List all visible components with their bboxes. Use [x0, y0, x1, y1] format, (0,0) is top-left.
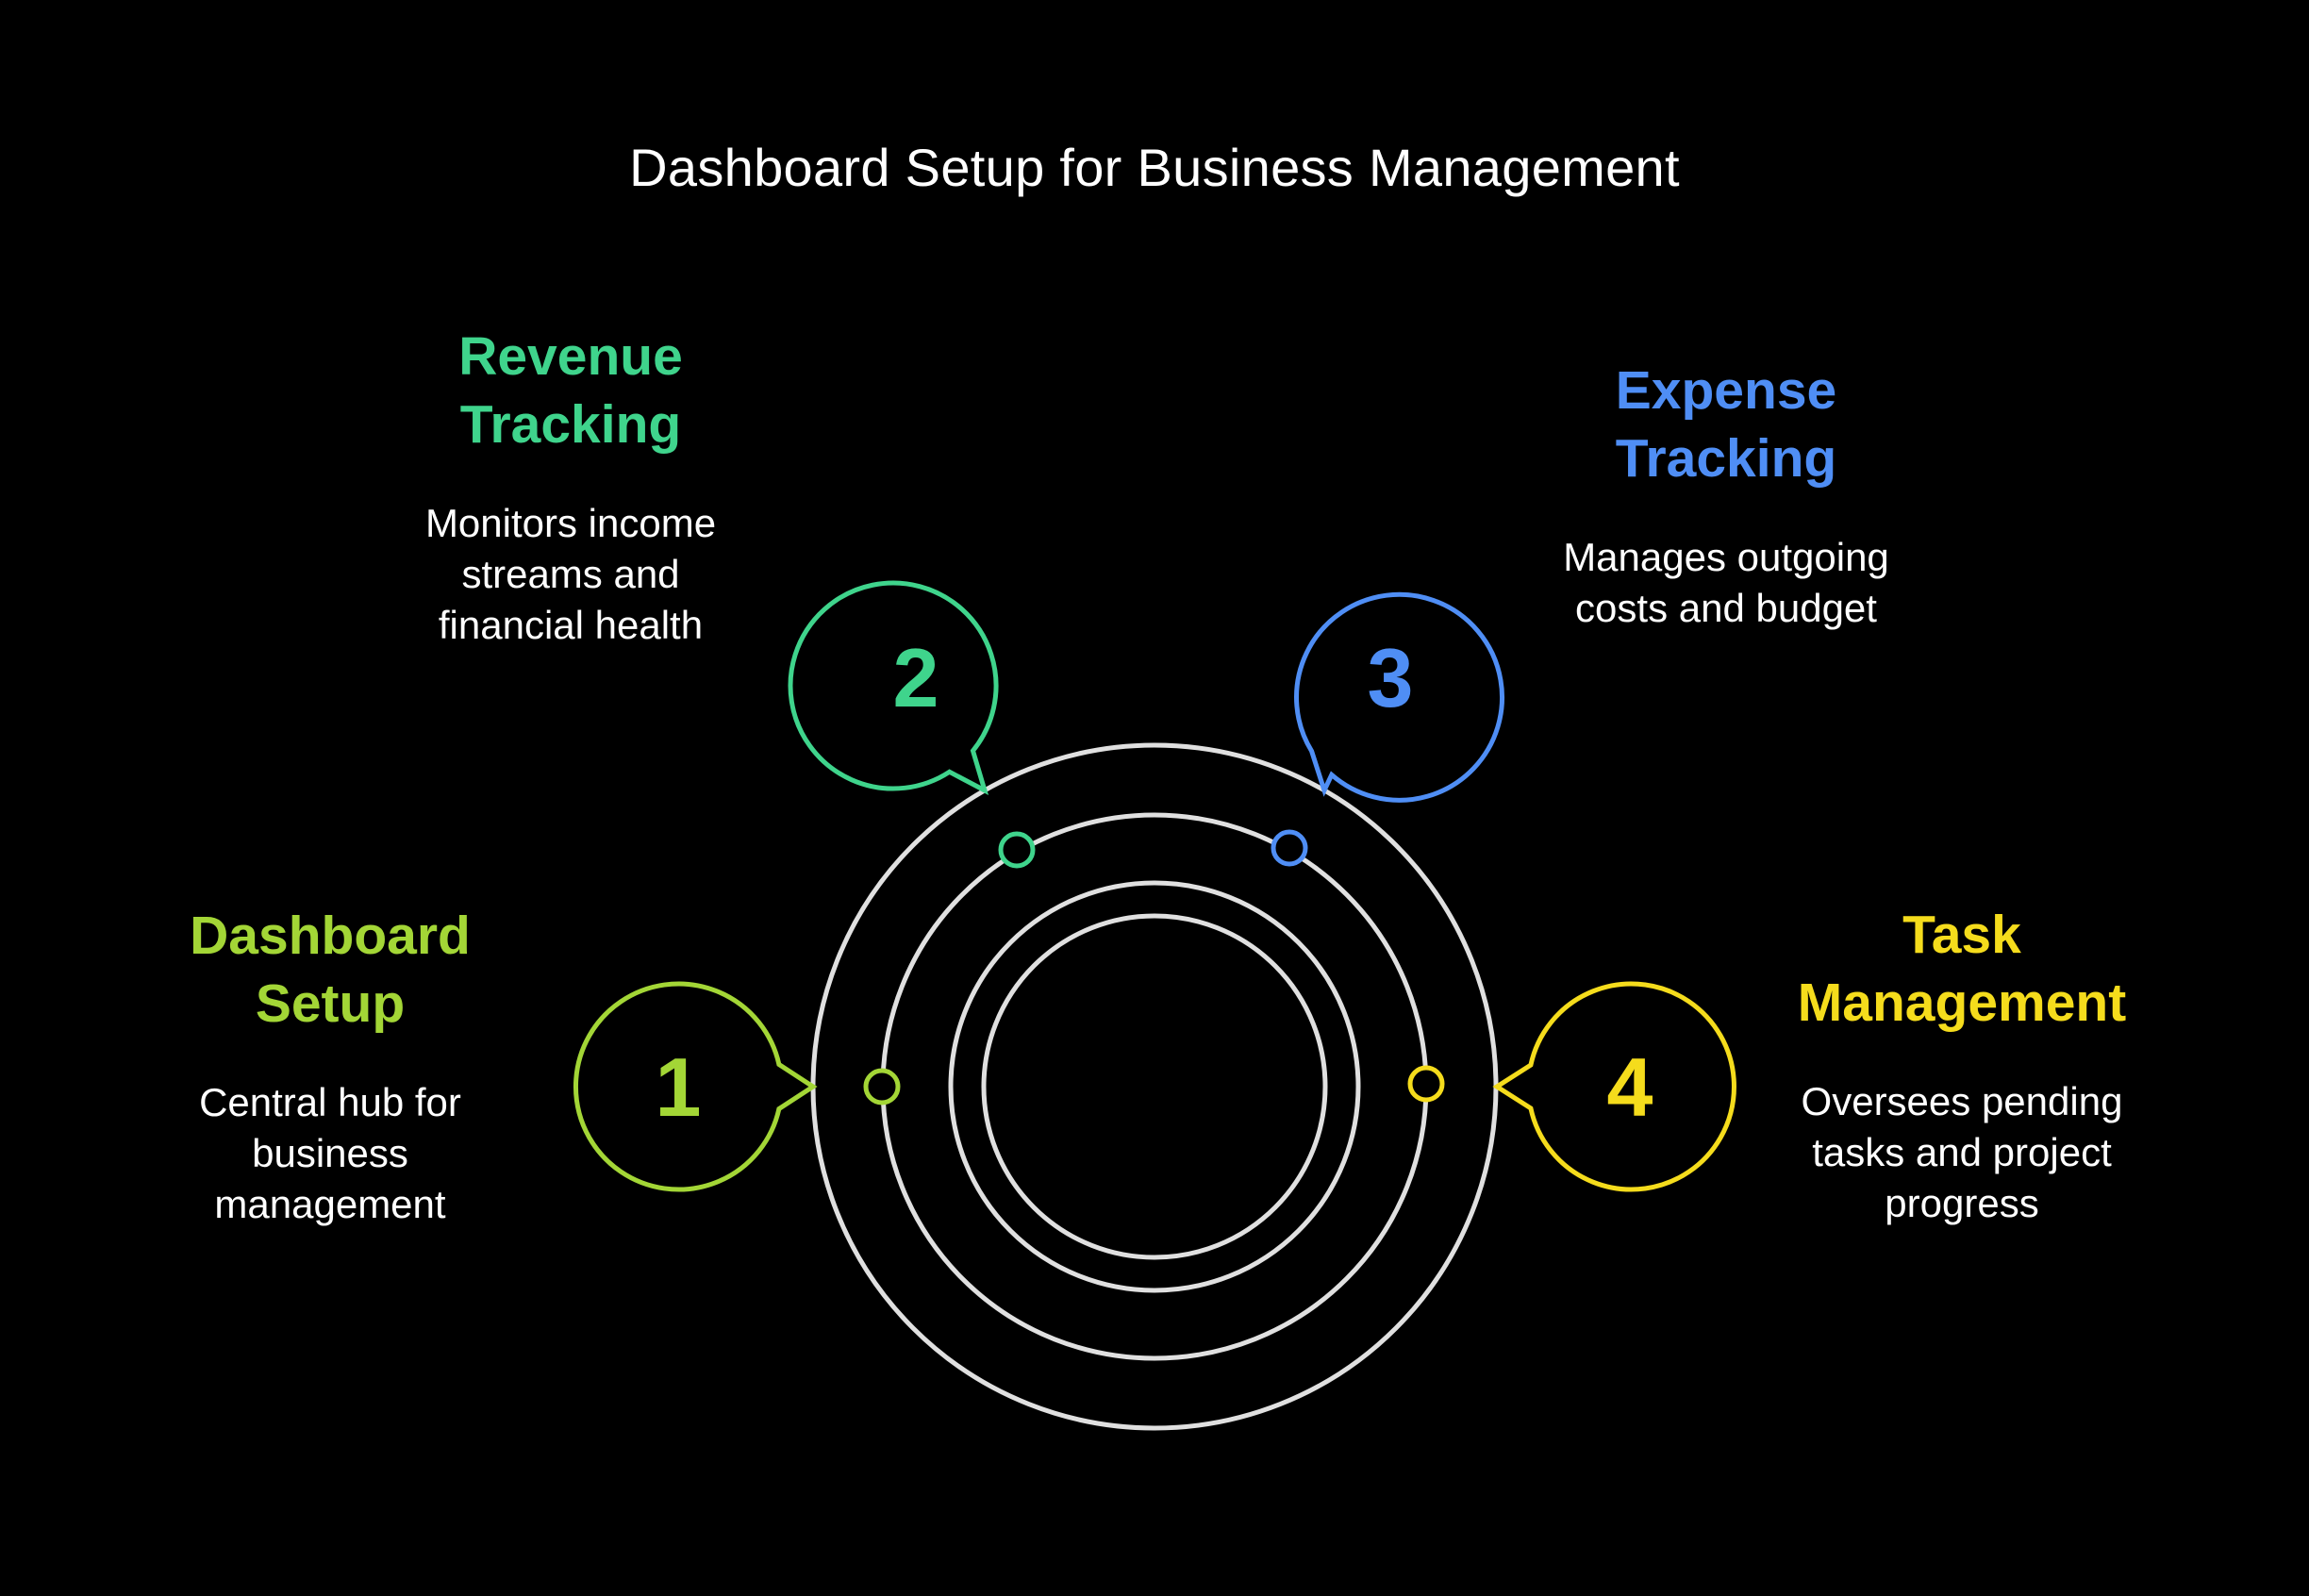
step4-text: Task Management Oversees pending tasks a…: [1764, 901, 2160, 1229]
step2-number: 2: [893, 631, 939, 724]
step3-text: Expense Tracking Manages outgoing costs …: [1537, 357, 1915, 634]
step2-heading: Revenue Tracking: [391, 323, 750, 458]
step4-heading: Task Management: [1764, 901, 2160, 1037]
step1-desc-line1: Central hub for: [199, 1080, 461, 1124]
step2-text: Revenue Tracking Monitors income streams…: [391, 323, 750, 651]
step3-bubble: 3: [1294, 591, 1504, 803]
step4-desc-line3: progress: [1885, 1181, 2039, 1225]
step1-bubble: 1: [573, 981, 818, 1192]
step3-description: Manages outgoing costs and budget: [1537, 532, 1915, 634]
step3-desc-line2: costs and budget: [1575, 586, 1877, 630]
concentric-rings: [810, 742, 1499, 1431]
step2-bubble: 2: [788, 580, 999, 795]
step1-heading-line2: Setup: [255, 973, 406, 1034]
step4-description: Oversees pending tasks and project progr…: [1764, 1076, 2160, 1229]
step3-heading-line2: Tracking: [1615, 428, 1837, 489]
step2-desc-line1: Monitors income: [424, 501, 717, 545]
step4-heading-line1: Task: [1902, 905, 2021, 965]
step1-description: Central hub for business management: [160, 1077, 500, 1230]
second-ring: [880, 812, 1429, 1361]
marker-step3: [1271, 829, 1308, 867]
marker-step1: [863, 1068, 901, 1106]
step4-desc-line1: Oversees pending: [1801, 1079, 2123, 1123]
step2-description: Monitors income streams and financial he…: [391, 498, 750, 651]
step1-desc-line2: business: [252, 1131, 408, 1175]
step1-number: 1: [656, 1040, 702, 1134]
step3-desc-line1: Manages outgoing: [1563, 535, 1889, 579]
marker-step4: [1407, 1065, 1445, 1103]
step4-bubble: 4: [1492, 981, 1736, 1192]
diagram-title: Dashboard Setup for Business Management: [629, 138, 1680, 197]
step2-desc-line2: streams and: [461, 552, 680, 596]
step3-heading-line1: Expense: [1615, 360, 1837, 421]
third-ring: [948, 880, 1361, 1293]
step1-text: Dashboard Setup Central hub for business…: [160, 902, 500, 1230]
step4-desc-line2: tasks and project: [1812, 1130, 2112, 1174]
step3-number: 3: [1368, 631, 1414, 724]
outer-ring: [810, 742, 1499, 1431]
step2-heading-line1: Revenue: [458, 326, 683, 387]
step1-heading-line1: Dashboard: [190, 906, 471, 966]
step1-desc-line3: management: [214, 1182, 446, 1226]
step4-heading-line2: Management: [1797, 973, 2127, 1033]
step3-heading: Expense Tracking: [1537, 357, 1915, 492]
step4-number: 4: [1607, 1040, 1653, 1134]
step2-desc-line3: financial health: [438, 603, 704, 647]
step1-heading: Dashboard Setup: [160, 902, 500, 1038]
marker-step2: [998, 831, 1036, 869]
inner-ring: [981, 913, 1328, 1260]
step2-heading-line2: Tracking: [459, 394, 682, 455]
